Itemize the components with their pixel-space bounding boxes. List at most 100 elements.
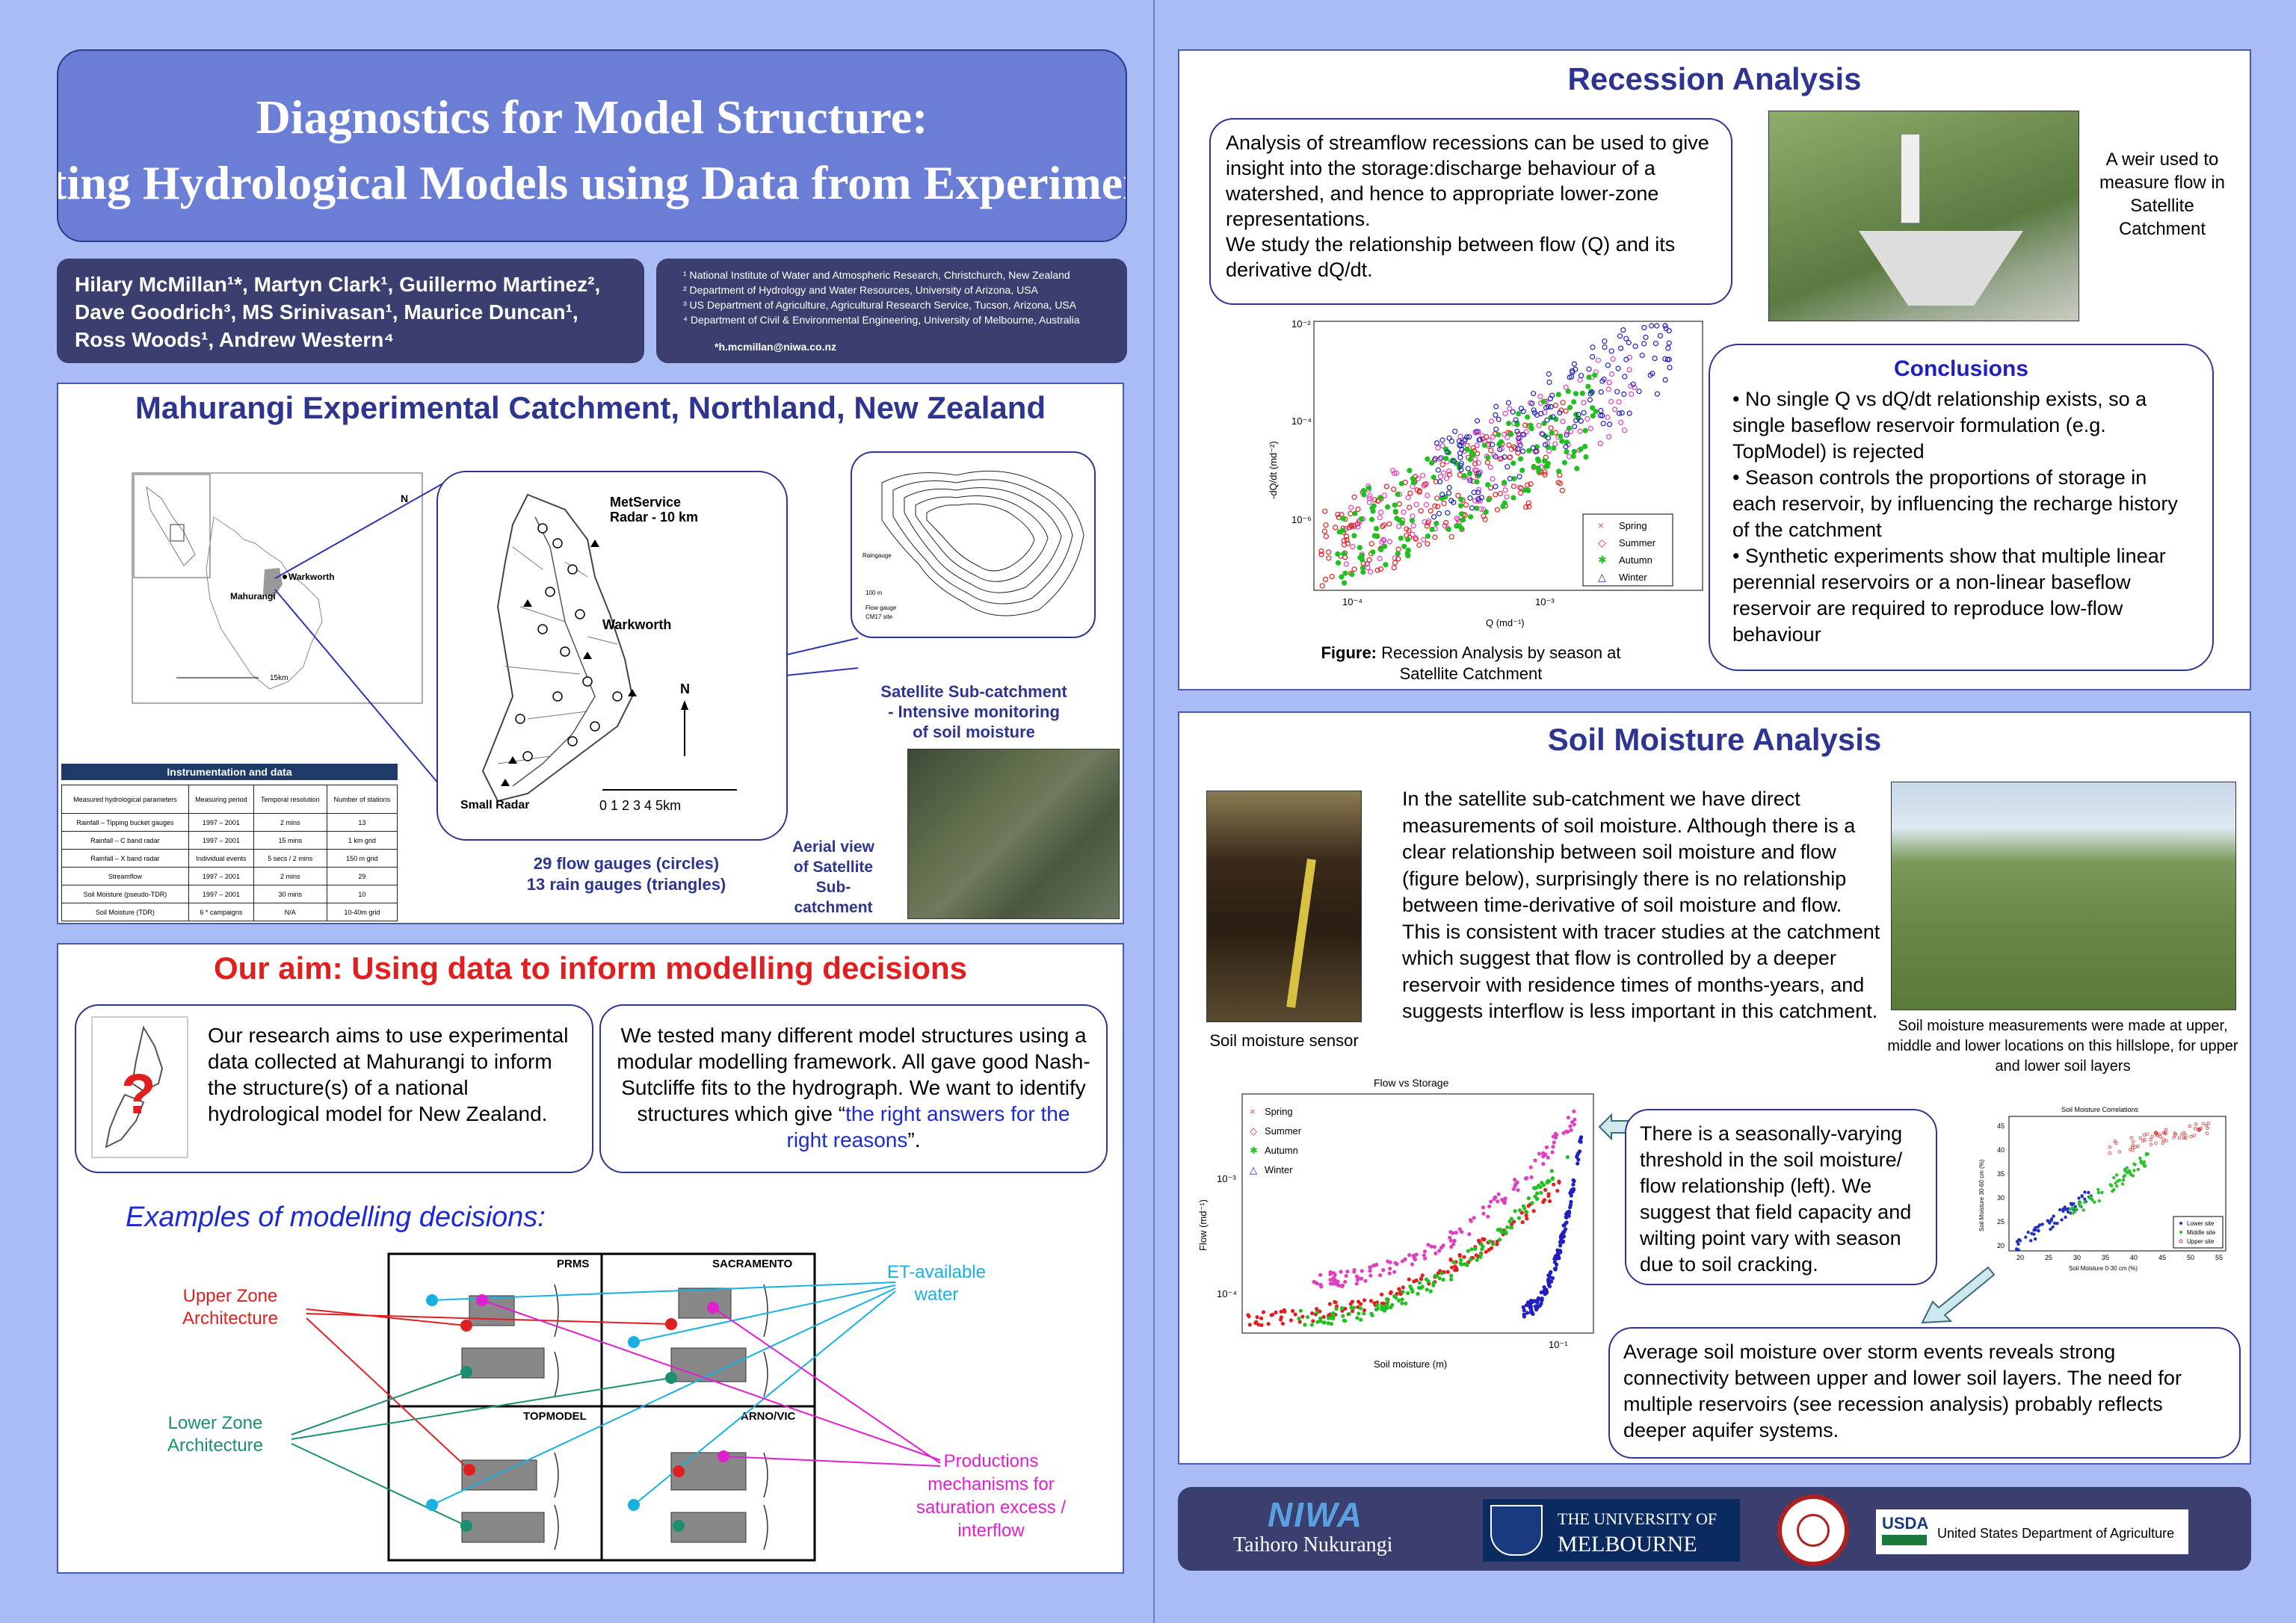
data-point <box>1525 1311 1530 1315</box>
data-point <box>1405 495 1411 501</box>
data-point <box>1259 1316 1264 1320</box>
data-point <box>1647 372 1653 378</box>
data-point <box>1531 409 1538 415</box>
data-point <box>1441 1277 1445 1282</box>
data-point <box>1578 373 1584 379</box>
data-point <box>1542 458 1548 464</box>
data-point <box>1605 362 1611 368</box>
data-point <box>1437 1276 1442 1281</box>
fvs-x-axis-label: Soil moisture (m) <box>1374 1358 1447 1370</box>
data-point <box>1502 480 1507 486</box>
catchment-map: MetService Radar - 10 km Warkworth Small… <box>460 493 737 813</box>
data-point <box>1397 1298 1401 1302</box>
affiliation-1: ¹ National Institute of Water and Atmosp… <box>683 269 1070 281</box>
figure-caption-text: Recession Analysis by season at Satellit… <box>1377 643 1621 683</box>
data-point <box>1506 421 1512 427</box>
data-point <box>1434 1251 1438 1255</box>
data-point <box>1309 1323 1314 1327</box>
aerial-caption-2: of Satellite <box>793 859 874 876</box>
data-point <box>1385 504 1391 510</box>
data-point <box>2117 1150 2122 1154</box>
data-point <box>1439 443 1445 449</box>
contact-email[interactable]: *h.mcmillan@niwa.co.nz <box>715 341 837 353</box>
table-cell: N/A <box>253 903 327 921</box>
data-point <box>2158 1133 2161 1137</box>
data-point <box>1526 1196 1531 1201</box>
data-point <box>1542 409 1548 415</box>
data-point <box>1439 495 1445 501</box>
data-point <box>1439 1271 1444 1276</box>
data-point <box>1558 433 1564 439</box>
data-point <box>1457 503 1464 509</box>
data-point <box>1548 425 1554 431</box>
data-point <box>1516 474 1522 480</box>
data-point <box>1493 492 1499 498</box>
data-point <box>2026 1230 2030 1234</box>
data-point <box>1483 509 1489 515</box>
data-point <box>1413 501 1419 507</box>
correlation-points <box>2014 1122 2210 1252</box>
data-point <box>1413 1258 1417 1262</box>
data-point <box>1530 1201 1534 1205</box>
data-point <box>1407 468 1413 474</box>
data-point <box>1578 1139 1582 1144</box>
data-point <box>1351 522 1357 528</box>
data-point <box>1448 1257 1453 1261</box>
data-point <box>1382 543 1388 549</box>
data-point <box>1383 562 1389 568</box>
data-point <box>2032 1232 2036 1236</box>
data-point <box>1319 583 1325 589</box>
data-point <box>1405 537 1411 542</box>
data-point <box>1573 391 1579 397</box>
data-point <box>1602 344 1608 350</box>
data-point <box>1581 409 1587 415</box>
data-point <box>1357 554 1363 560</box>
data-point <box>1505 400 1511 406</box>
data-point <box>1443 455 1449 462</box>
data-point <box>1409 518 1415 524</box>
data-point <box>1475 496 1481 502</box>
data-point <box>1539 1301 1543 1306</box>
data-point <box>1504 494 1510 500</box>
seal-inner-ring <box>1797 1514 1830 1547</box>
raingauge-legend: Raingauge <box>862 552 892 559</box>
data-point <box>2055 1221 2059 1225</box>
data-point <box>1524 1303 1528 1308</box>
data-point <box>1423 1256 1428 1261</box>
data-point <box>1572 1109 1576 1113</box>
data-point <box>1343 534 1350 540</box>
data-point <box>1279 1315 1283 1320</box>
table-cell: 2 mins <box>253 867 327 885</box>
data-point <box>1460 517 1466 523</box>
data-point <box>1390 468 1396 474</box>
data-point <box>1541 1162 1546 1166</box>
data-point <box>2142 1163 2147 1167</box>
data-point <box>1319 1285 1324 1289</box>
data-point <box>1608 348 1614 354</box>
data-point <box>2112 1187 2116 1192</box>
data-point <box>2138 1136 2143 1140</box>
data-point <box>1636 389 1642 395</box>
data-point <box>1502 487 1508 493</box>
university-seal-icon <box>1777 1494 1849 1566</box>
table-cell: 1997 – 2001 <box>188 885 254 903</box>
data-point <box>2060 1218 2064 1222</box>
et-water-label: ET-available water <box>886 1262 987 1305</box>
data-point <box>1445 510 1451 516</box>
data-point <box>1531 1209 1536 1214</box>
data-point <box>2052 1214 2055 1218</box>
data-point <box>1475 451 1481 457</box>
data-point <box>1510 409 1516 415</box>
data-point <box>1600 421 1606 427</box>
data-point <box>1446 469 1452 474</box>
data-point <box>1327 1302 1332 1306</box>
data-point <box>1406 528 1412 534</box>
data-point <box>1407 1253 1412 1258</box>
data-point <box>2150 1134 2154 1138</box>
data-point <box>1428 1289 1433 1293</box>
table-cell: 1997 – 2001 <box>188 831 254 850</box>
data-point <box>1513 1209 1517 1214</box>
data-point <box>1335 512 1341 518</box>
data-point <box>1464 446 1470 452</box>
